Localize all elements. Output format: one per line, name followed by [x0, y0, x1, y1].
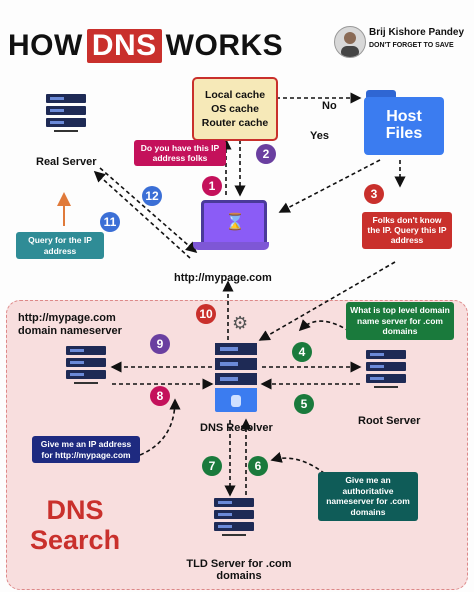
cache-line-local: Local cache [204, 88, 266, 101]
dns-search-heading: DNS Search [30, 495, 121, 555]
step-7-badge: 7 [202, 456, 222, 476]
tld-server-label: TLD Server for .com domains [180, 558, 298, 582]
tld-line2: domains [216, 570, 262, 583]
hourglass-icon: ⌛ [225, 214, 245, 231]
step-9-badge: 9 [150, 334, 170, 354]
cache-line-os: OS cache [211, 102, 259, 115]
root-server-icon [366, 350, 406, 388]
label-no: No [322, 100, 337, 112]
step-4-badge: 4 [292, 342, 312, 362]
author-avatar [334, 26, 366, 58]
client-laptop-icon: ⌛ [193, 200, 269, 262]
tld-line1: TLD Server for .com [186, 558, 292, 570]
arrow-note-give-ip [139, 398, 181, 456]
callout-give-authoritative: Give me an authoritative nameserver for … [318, 472, 418, 521]
arrow-hostfiles-to-client [278, 159, 381, 213]
domain-nameserver-label: http://mypage.com domain nameserver [18, 312, 122, 337]
dns-search-line1: DNS [46, 495, 104, 525]
real-server-icon [46, 94, 86, 132]
host-files-line2: Files [385, 125, 423, 142]
step-3-badge: 3 [364, 184, 384, 204]
page-title: HOW DNS WORKS [8, 29, 283, 63]
domain-nameserver-icon [66, 346, 106, 384]
step-8-badge: 8 [150, 386, 170, 406]
tld-server-icon [214, 498, 254, 536]
arrow-note-to-resolver [258, 261, 396, 341]
title-dns: DNS [86, 29, 162, 63]
step-6-badge: 6 [248, 456, 268, 476]
dns-resolver-label: DNS Resolver [200, 422, 273, 434]
domain-ns-line2: domain nameserver [18, 324, 122, 337]
dns-search-line2: Search [30, 524, 121, 555]
label-yes: Yes [310, 130, 329, 142]
title-how: HOW [8, 29, 83, 62]
callout-give-me-ip: Give me an IP address for http://mypage.… [32, 436, 140, 464]
avatar-icon [341, 32, 359, 57]
dns-resolver-icon [215, 343, 257, 415]
host-files-line1: Host [386, 108, 422, 126]
root-server-label: Root Server [358, 415, 421, 427]
step-10-badge: 10 [196, 304, 216, 324]
cache-line-router: Router cache [201, 117, 269, 130]
callout-top-level-ns: What is top level domain name server for… [346, 302, 454, 340]
author-name: Brij Kishore Pandey [369, 27, 465, 38]
title-works: WORKS [165, 29, 284, 62]
arrow-realserver-to-client [99, 167, 198, 254]
client-url: http://mypage.com [174, 272, 272, 284]
step-11-badge: 11 [100, 212, 120, 232]
arrow-client-to-realserver [93, 170, 191, 259]
gear-icon: ⚙ [232, 313, 249, 333]
callout-do-you-have: Do you have this IP address folks [134, 140, 226, 167]
callout-query-for-ip: Query for the IP address [16, 232, 104, 260]
callout-folks-dont-know: Folks don't know the IP. Query this IP a… [362, 212, 452, 249]
folder-icon: Host Files [364, 97, 444, 155]
step-1-badge: 1 [202, 176, 222, 196]
local-cache-box: Local cache OS cache Router cache [192, 77, 278, 141]
step-12-badge: 12 [142, 186, 162, 206]
host-files-folder: Host Files [364, 90, 444, 158]
author-tagline: DON'T FORGET TO SAVE [369, 42, 454, 49]
folder-tab [366, 90, 396, 100]
step-5-badge: 5 [294, 394, 314, 414]
domain-ns-line1: http://mypage.com [18, 312, 116, 324]
step-2-badge: 2 [256, 144, 276, 164]
real-server-label: Real Server [36, 156, 97, 168]
